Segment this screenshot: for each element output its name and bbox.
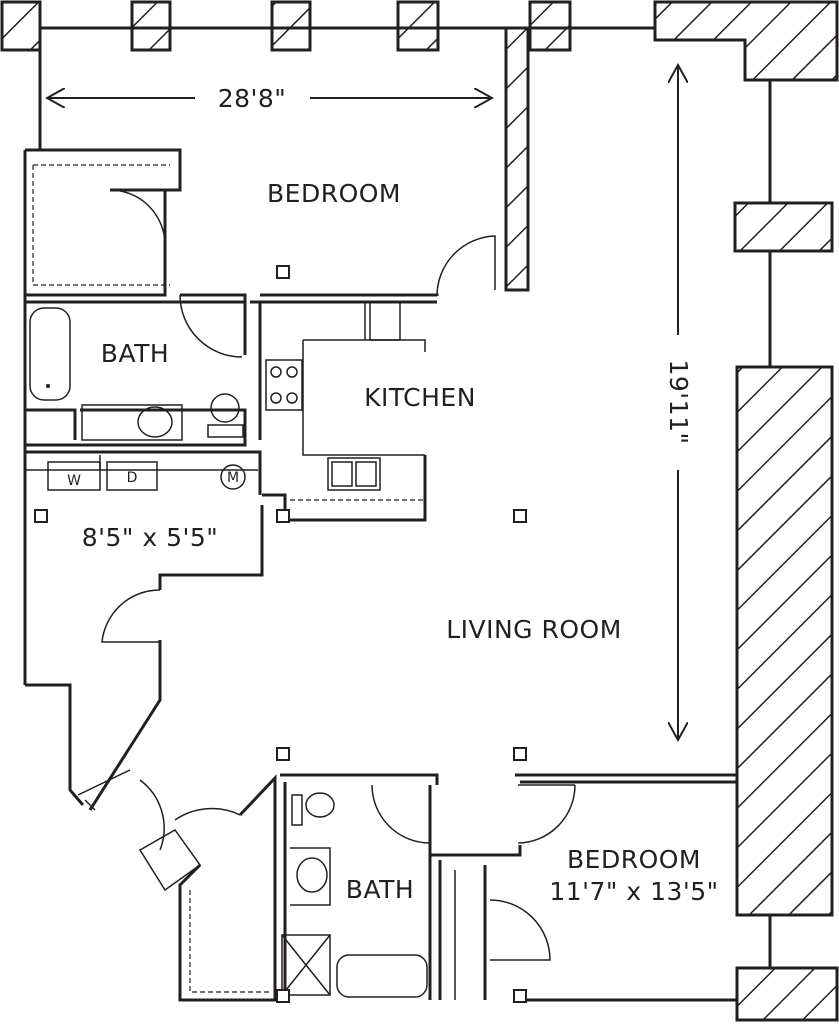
label-kitchen: KITCHEN [364,383,476,412]
label-bedroom-bottom-size: 11'7" x 13'5" [549,877,718,906]
dimensions: 28'8" 19'11" [47,65,693,740]
label-bath-bottom: BATH [346,875,414,904]
meter-label: M [227,470,239,486]
label-bedroom-bottom: BEDROOM [567,845,701,874]
column-markers [34,265,527,1003]
height-dimension: 19'11" [664,360,693,445]
dryer-icon [106,461,158,491]
dryer-label: D [127,470,138,486]
width-dimension: 28'8" [218,84,287,113]
room-labels: BEDROOM BATH KITCHEN 8'5" x 5'5" LIVING … [67,179,718,906]
walls [23,26,772,1002]
label-bath-top: BATH [101,339,169,368]
washer-icon [47,461,101,491]
label-bedroom-top: BEDROOM [267,179,401,208]
washer-label: W [67,473,81,489]
label-laundry-size: 8'5" x 5'5" [82,523,219,552]
meter-icon [220,464,246,490]
label-living-room: LIVING ROOM [446,615,622,644]
